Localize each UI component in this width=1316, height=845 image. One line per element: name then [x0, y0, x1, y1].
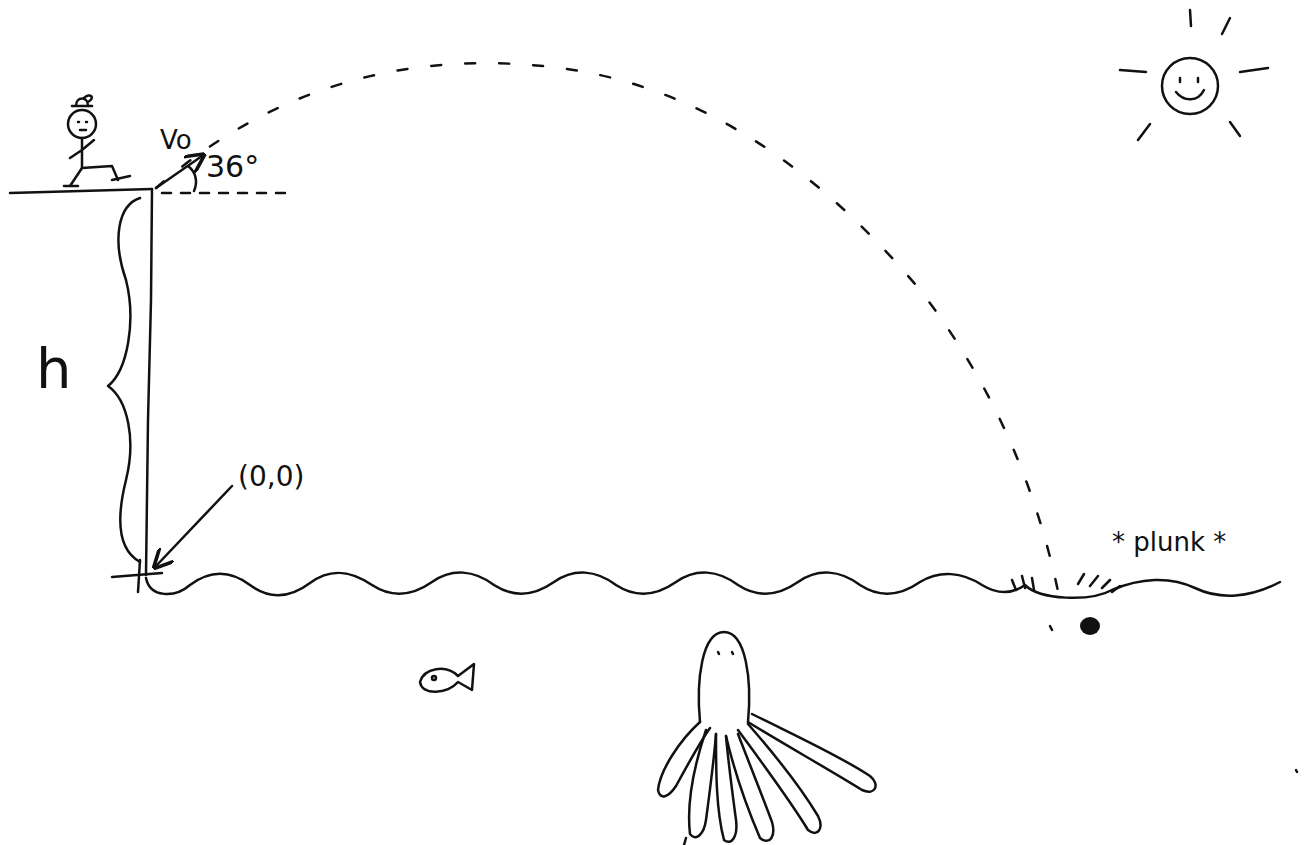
sound-label: * plunk *: [1112, 528, 1226, 557]
angle-arc: [188, 166, 196, 191]
sun: [1120, 10, 1268, 140]
rock: [1080, 617, 1100, 635]
stick-figure: [64, 95, 130, 186]
trajectory: [156, 63, 1062, 612]
cliff-face: [146, 189, 152, 575]
leader-arrow: [156, 486, 232, 566]
velocity-label: Vo: [160, 126, 192, 155]
stray-mark: [1296, 770, 1297, 772]
octopus: [658, 632, 876, 842]
reference-line: [162, 192, 290, 195]
fish: [420, 664, 474, 692]
stray-mark: [684, 838, 686, 845]
height-bracket: [108, 198, 140, 562]
height-label: h: [36, 338, 72, 400]
origin-cross: [112, 560, 162, 592]
splash: [1012, 574, 1120, 630]
cliff-top: [10, 189, 152, 193]
origin-label: (0,0): [238, 462, 304, 493]
angle-label: 36°: [206, 150, 259, 183]
water-surface: [146, 573, 1280, 598]
